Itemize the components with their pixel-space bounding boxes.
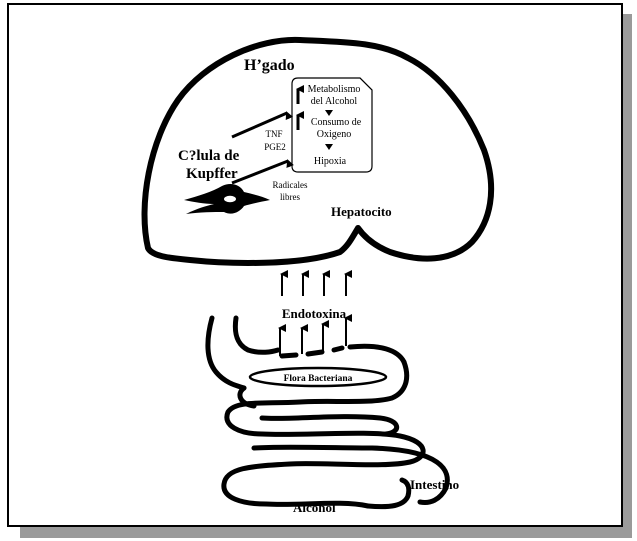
radicals-label-2: libres	[280, 192, 300, 202]
intestine-label: Intestino	[410, 477, 459, 492]
tnf-label: TNF	[265, 129, 282, 139]
oxygen-label-2: Oxigeno	[317, 129, 351, 140]
alcohol-label: Alcohol	[293, 500, 336, 515]
endotoxin-label: Endotoxina	[282, 306, 347, 321]
kupffer-label-1: C?lula de	[178, 148, 240, 164]
metabolism-label-2: del Alcohol	[311, 96, 358, 107]
radicals-label-1: Radicales	[273, 180, 308, 190]
metabolism-label-1: Metabolismo	[308, 84, 361, 95]
hepatocyte-label: Hepatocito	[331, 204, 392, 219]
pge2-label: PGE2	[264, 142, 286, 152]
liver-title: H’gado	[244, 57, 295, 74]
flora-label: Flora Bacteriana	[284, 374, 353, 384]
oxygen-label-1: Consumo de	[311, 117, 362, 128]
hypoxia-label: Hipoxia	[314, 156, 347, 167]
kupffer-label-2: Kupffer	[186, 166, 238, 182]
